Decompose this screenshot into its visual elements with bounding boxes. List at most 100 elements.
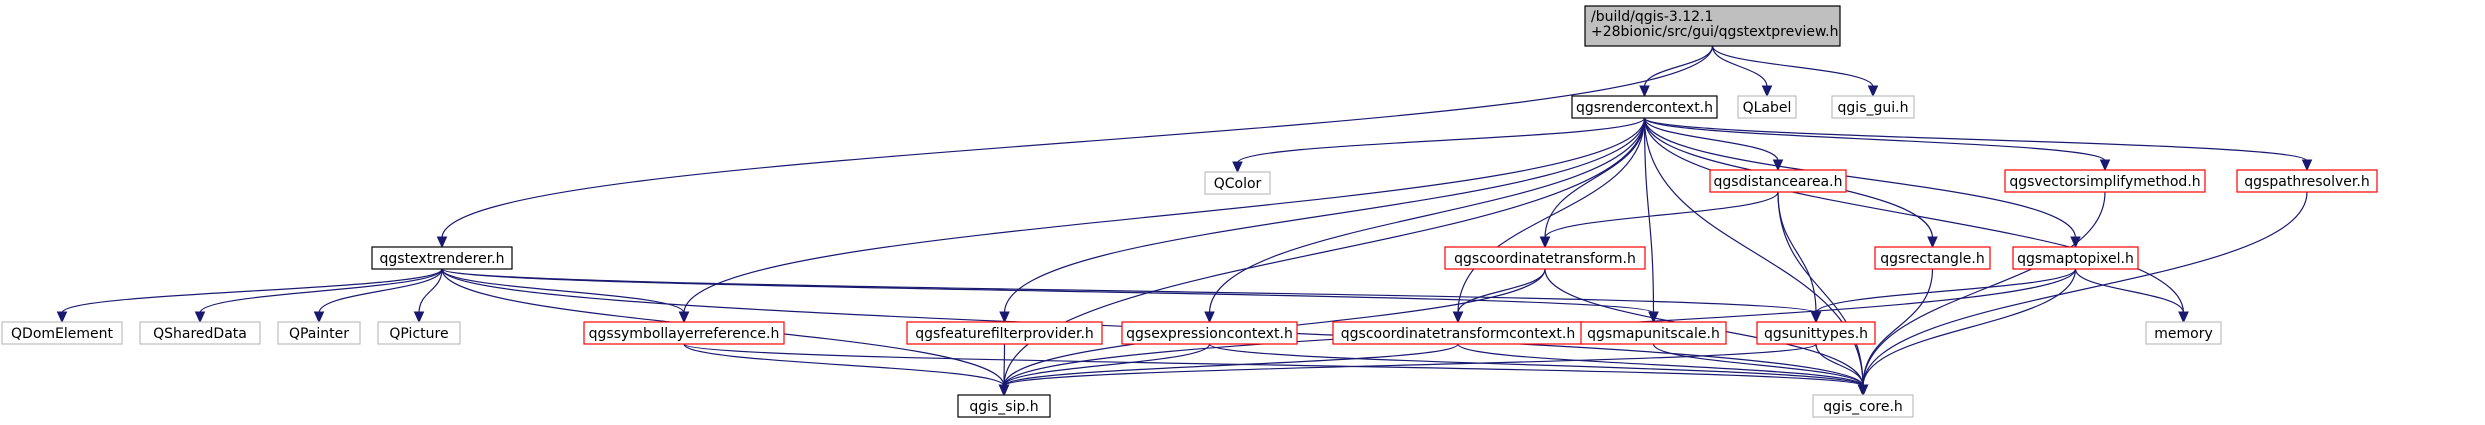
arrowhead-qgsdistancearea-to-qgscoordinatetransform — [1539, 236, 1551, 249]
arrowhead-qgstextrenderer-to-qpainter — [313, 311, 325, 324]
edge-qgsfeaturefilterprovider-to-qgis_sip — [1003, 343, 1006, 387]
arrowhead-root-to-qgis_gui — [1867, 85, 1879, 98]
edge-qgsrendercontext-to-qgsfeaturefilterprovider — [1003, 117, 1646, 314]
edge-qgsrendercontext-to-qgscoordinatetransformcontext — [1457, 117, 1646, 314]
node-box-qgssymbollayerreference — [583, 321, 785, 345]
edge-qgsrendercontext-to-qgsdistancearea — [1643, 117, 1779, 162]
node-root[interactable]: /build/qgis-3.12.1+28bionic/src/gui/qgst… — [1584, 5, 1841, 47]
node-qgsexpressioncontext[interactable]: qgsexpressioncontext.h — [1121, 321, 1298, 345]
edge-qgsrendercontext-to-qgscoordinatetransform — [1544, 117, 1646, 239]
node-label-qgscoordinatetransformcontext: qgscoordinatetransformcontext.h — [1341, 326, 1575, 342]
node-qgsvectorsimplifymethod[interactable]: qgsvectorsimplifymethod.h — [2004, 169, 2206, 193]
nodes-layer: /build/qgis-3.12.1+28bionic/src/gui/qgst… — [1, 5, 2378, 418]
node-box-qgstextrenderer — [371, 246, 513, 270]
arrowhead-qgstextrenderer-to-qshareddata — [194, 311, 206, 324]
node-qgscoordinatetransform[interactable]: qgscoordinatetransform.h — [1444, 246, 1646, 270]
node-box-qcolor — [1204, 171, 1271, 195]
edge-qgsrendercontext-to-qgsmapunitscale — [1643, 117, 1655, 314]
arrowhead-qgstextrenderer-to-qpicture — [413, 311, 425, 324]
node-qgsrectangle[interactable]: qgsrectangle.h — [1874, 246, 1991, 270]
edges-layer — [56, 45, 2313, 397]
node-label-qdomelement: QDomElement — [11, 326, 113, 342]
edge-qgstextrenderer-to-qgssymbollayerreference — [441, 268, 685, 314]
node-box-qgsmapunitscale — [1580, 321, 1727, 345]
node-label-qgis_sip: qgis_sip.h — [969, 399, 1038, 415]
edge-root-to-qgsrendercontext — [1643, 45, 1714, 88]
node-qgis_sip[interactable]: qgis_sip.h — [957, 394, 1051, 418]
edge-qgsrendercontext-to-qgis_core — [1643, 117, 1864, 387]
arrowhead-qgsrendercontext-to-qgsfeaturefilterprovider — [999, 311, 1010, 324]
node-box-qgis_sip — [957, 394, 1051, 418]
arrowhead-qgsunittypes-to-qgis_sip — [998, 384, 1010, 397]
edge-root-to-qgstextrenderer — [441, 45, 1714, 239]
node-box-qgsfeaturefilterprovider — [906, 321, 1103, 345]
node-qgspathresolver[interactable]: qgspathresolver.h — [2236, 169, 2378, 193]
edge-qgsrendercontext-to-qgspathresolver — [1643, 117, 2308, 162]
edge-qgsvectorsimplifymethod-to-qgis_core — [1862, 191, 2106, 387]
edge-qgsrendercontext-to-qcolor — [1236, 117, 1646, 164]
node-box-qshareddata — [139, 321, 261, 345]
node-label-qgsmapunitscale: qgsmapunitscale.h — [1587, 326, 1720, 342]
edge-qgssymbollayerreference-to-qgis_sip — [683, 343, 1005, 387]
node-qgsmaptopixel[interactable]: qgsmaptopixel.h — [2012, 246, 2139, 270]
node-box-qgsunittypes — [1756, 321, 1876, 345]
edge-qgsrendercontext-to-qgssymbollayerreference — [683, 117, 1646, 314]
arrowhead-qgsrendercontext-to-qgsexpressioncontext — [1204, 311, 1215, 324]
node-label-qpainter: QPainter — [289, 326, 349, 342]
arrowhead-qgsmaptopixel-to-qgsunittypes — [1810, 311, 1822, 324]
arrowhead-qgstextrenderer-to-qdomelement — [56, 311, 68, 324]
node-box-qpainter — [277, 321, 361, 345]
arrowhead-root-to-qgsrendercontext — [1639, 85, 1650, 98]
node-qgsunittypes[interactable]: qgsunittypes.h — [1756, 321, 1876, 345]
edge-qgsrendercontext-to-memory — [1643, 117, 2185, 314]
edge-qgssymbollayerreference-to-qgis_core — [683, 343, 1864, 387]
edge-qgstextrenderer-to-qgsmapunitscale — [441, 268, 1655, 314]
edge-qgsmaptopixel-to-qgis_core — [1862, 268, 2077, 387]
node-qgssymbollayerreference[interactable]: qgssymbollayerreference.h — [583, 321, 785, 345]
node-qgsmapunitscale[interactable]: qgsmapunitscale.h — [1580, 321, 1727, 345]
node-label-qshareddata: QSharedData — [153, 326, 247, 342]
node-qdomelement: QDomElement — [1, 321, 123, 345]
edge-qgsrendercontext-to-qgsexpressioncontext — [1208, 117, 1646, 314]
edge-qgstextrenderer-to-qpicture — [418, 268, 443, 314]
edge-qgsmapunitscale-to-qgis_core — [1652, 343, 1864, 387]
node-qgsfeaturefilterprovider[interactable]: qgsfeaturefilterprovider.h — [906, 321, 1103, 345]
edge-qgstextrenderer-to-qpainter — [318, 268, 443, 314]
edge-qgsmaptopixel-to-qgsunittypes — [1815, 268, 2077, 314]
node-memory: memory — [2145, 321, 2222, 345]
arrowhead-qgsmaptopixel-to-memory — [2178, 311, 2189, 324]
node-box-qgsexpressioncontext — [1121, 321, 1298, 345]
node-qgstextrenderer[interactable]: qgstextrenderer.h — [371, 246, 513, 270]
node-qgsdistancearea[interactable]: qgsdistancearea.h — [1709, 169, 1847, 193]
arrowhead-qgsrendercontext-to-qgsrectangle — [1927, 236, 1938, 249]
node-label-qgsfeaturefilterprovider: qgsfeaturefilterprovider.h — [915, 326, 1094, 342]
node-qgscoordinatetransformcontext[interactable]: qgscoordinatetransformcontext.h — [1332, 321, 1584, 345]
node-label-qgsrendercontext: qgsrendercontext.h — [1576, 100, 1713, 116]
arrowhead-qgstextrenderer-to-qgssymbollayerreference — [678, 311, 690, 324]
node-box-root — [1584, 5, 1841, 47]
node-qgsrendercontext[interactable]: qgsrendercontext.h — [1571, 95, 1718, 119]
node-box-qgsrendercontext — [1571, 95, 1718, 119]
node-label-qgscoordinatetransform: qgscoordinatetransform.h — [1454, 251, 1636, 267]
node-label-qcolor: QColor — [1214, 176, 1262, 192]
edge-qgsdistancearea-to-qgscoordinatetransform — [1544, 191, 1779, 239]
node-box-qgis_gui — [1831, 95, 1915, 119]
node-label-qgssymbollayerreference: qgssymbollayerreference.h — [589, 326, 780, 342]
arrowhead-qgsrendercontext-to-qgsvectorsimplifymethod — [2099, 159, 2111, 172]
arrowhead-qgsunittypes-to-qgis_core — [1857, 384, 1869, 397]
node-label-qgis_gui: qgis_gui.h — [1838, 100, 1909, 116]
edge-qgsdistancearea-to-qgis_core — [1777, 191, 1864, 387]
edge-qgspathresolver-to-qgis_core — [1862, 191, 2308, 387]
node-label-qlabel: QLabel — [1743, 100, 1792, 116]
node-qgis_core: qgis_core.h — [1812, 394, 1914, 418]
node-qcolor: QColor — [1204, 171, 1271, 195]
edge-qgsrectangle-to-qgis_core — [1862, 268, 1934, 387]
edge-qgsrendercontext-to-qgsmaptopixel — [1643, 117, 2077, 239]
node-label-qpicture: QPicture — [389, 326, 448, 342]
arrowhead-qgsrendercontext-to-qcolor — [1232, 161, 1243, 174]
node-qpainter: QPainter — [277, 321, 361, 345]
arrowhead-root-to-qlabel — [1761, 85, 1773, 98]
node-qgis_gui: qgis_gui.h — [1831, 95, 1915, 119]
edge-qgsunittypes-to-qgis_sip — [1003, 343, 1817, 387]
